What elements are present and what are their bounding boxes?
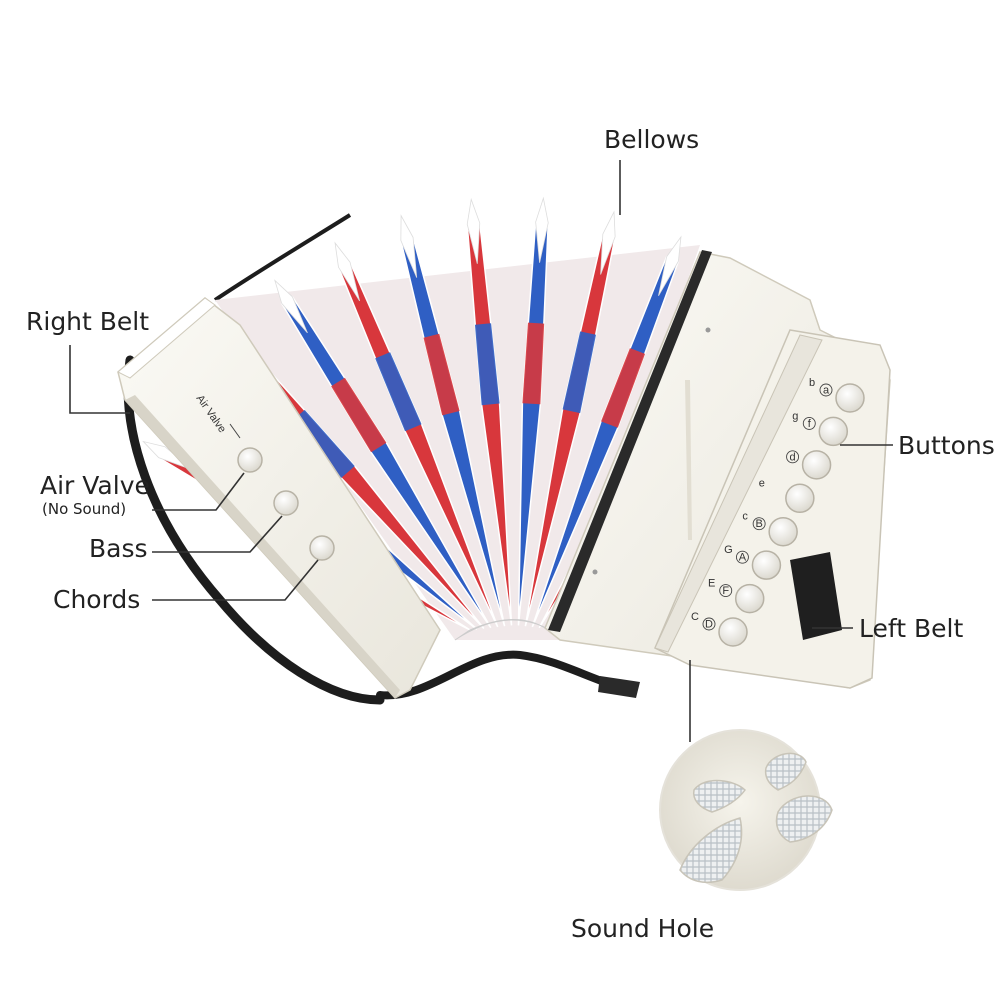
bellows-corner (600, 210, 616, 275)
bellows-fold-band (562, 331, 597, 414)
treble-key-button[interactable] (734, 583, 765, 614)
leader-lines (69, 160, 893, 742)
key-note-circled: a (823, 385, 830, 397)
right-belt-leader (69, 345, 130, 414)
air-valve-label: Air Valve (40, 471, 150, 500)
bellows-fold-band (522, 322, 545, 405)
sound-hole-inset (659, 729, 833, 891)
sound-hole-label: Sound Hole (571, 914, 714, 943)
bellows-corner (658, 235, 682, 296)
chords-button[interactable] (309, 535, 335, 561)
bass-end-panel: Air Valve (117, 297, 441, 699)
chords-label: Chords (53, 585, 140, 614)
key-note-letter: g (792, 410, 798, 422)
bellows-label: Bellows (604, 125, 699, 154)
key-note-ring (735, 550, 749, 564)
bellows-fold-band (331, 377, 387, 453)
treble-key-button[interactable] (751, 550, 782, 580)
key-note-ring (786, 450, 800, 464)
belt-buckle (598, 676, 640, 698)
air-valve-note: (No Sound) (42, 500, 126, 518)
bellows-corner (466, 197, 481, 264)
key-note-ring (819, 383, 833, 397)
key-note-circled: d (790, 451, 796, 463)
belt-strap-bottom (376, 650, 634, 700)
sound-hole-grille (692, 779, 746, 813)
key-note-letter: c (742, 511, 748, 523)
treble-key-button[interactable] (785, 483, 815, 514)
key-note-letter: e (759, 477, 765, 489)
key-note-circled: A (739, 552, 747, 564)
treble-key-button[interactable] (818, 416, 849, 447)
bellows-corner (274, 279, 308, 334)
key-note-circled: B (755, 518, 762, 530)
sound-hole-grille (764, 752, 807, 791)
bass-leader (152, 515, 283, 553)
key-note-letter: G (724, 544, 733, 556)
bellows-corner (334, 241, 361, 302)
left-belt-strap (790, 552, 842, 640)
key-note-letter: E (708, 578, 715, 590)
treble-key-button[interactable] (718, 617, 748, 647)
bellows-fold-band (474, 323, 500, 406)
key-note-ring (719, 584, 733, 598)
bellows-fold-band (601, 348, 646, 428)
key-note-ring (752, 517, 766, 531)
bellows-fold-band (423, 333, 460, 416)
left-belt-label: Left Belt (859, 614, 963, 643)
key-note-letter: C (691, 611, 699, 623)
right-belt-label: Right Belt (26, 307, 149, 336)
key-note-ring (702, 617, 716, 631)
key-note-circled: F (722, 585, 729, 597)
chords-leader (152, 559, 319, 601)
air-valve-leader (152, 472, 245, 511)
bass-label: Bass (89, 534, 148, 563)
key-note-circled: f (808, 418, 812, 430)
key-note-letter: b (809, 377, 815, 389)
treble-key-button[interactable] (801, 450, 832, 480)
key-note-ring (802, 416, 816, 430)
sound-hole-grille (679, 817, 743, 883)
key-note-circled: D (705, 619, 713, 631)
bellows-fold-band (375, 352, 422, 432)
bellows-corner (535, 196, 549, 263)
buttons-label: Buttons (898, 431, 995, 460)
top-strap (213, 213, 352, 302)
air-valve-button[interactable] (237, 447, 263, 473)
sound-hole-grille (775, 795, 833, 843)
bellows-corner (400, 214, 418, 278)
treble-key-button[interactable] (835, 383, 865, 413)
bass-button[interactable] (273, 490, 299, 516)
bellows-fold-band (292, 409, 355, 478)
treble-key-button[interactable] (768, 516, 798, 547)
